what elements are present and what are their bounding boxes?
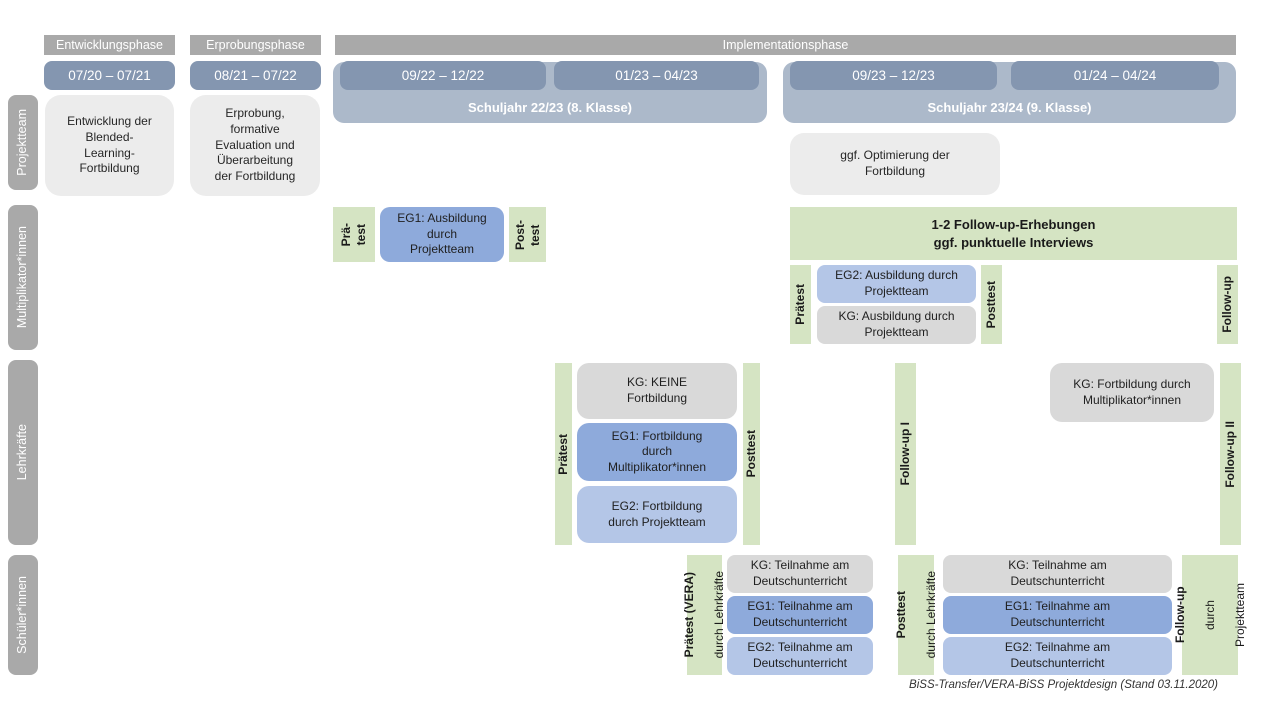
box-mult-followup: Follow-up [1217,265,1238,344]
box-mult-eg2-ausbildung: EG2: Ausbildung durch Projektteam [817,265,976,303]
box-entwicklung-fortbildung: Entwicklung der Blended- Learning- Fortb… [45,95,174,196]
box-schueler-posttest: Posttest durch Lehrkräfte [894,555,938,675]
box-schueler-followup-text: Follow-up durch Projektteam [1158,583,1263,647]
box-schueler-praetest-vera: Prätest (VERA) durch Lehrkräfte [682,555,726,675]
row-label-multiplikatoren: Multiplikator*innen [8,205,38,350]
followup-label: Follow-up [1172,586,1187,644]
box-lehr-praetest: Prätest [555,363,572,545]
box-lehr-followup-1: Follow-up I [895,363,916,545]
date-bar-0124-0424: 01/24 – 04/24 [1011,61,1219,90]
box-mult-posttest-2-text: Posttest [984,280,998,329]
box-lehr-posttest: Posttest [743,363,760,545]
box-mult-praetest-2-text: Prätest [793,284,807,325]
box-schueler-followup: Follow-up durch Projektteam [1173,555,1247,675]
date-bar-0923-1223: 09/23 – 12/23 [790,61,997,90]
box-schueler-kg-2: KG: Teilnahme am Deutschunterricht [943,555,1172,593]
box-erprobung-evaluation: Erprobung, formative Evaluation und Über… [190,95,320,196]
phase-header-entwicklung: Entwicklungsphase [44,35,175,55]
box-schueler-eg1-1: EG1: Teilnahme am Deutschunterricht [727,596,873,634]
box-lehr-eg2-fortbildung: EG2: Fortbildung durch Projektteam [577,486,737,543]
box-schueler-eg2-2: EG2: Teilnahme am Deutschunterricht [943,637,1172,675]
box-lehr-posttest-text: Posttest [744,430,758,478]
date-bar-0922-1222: 09/22 – 12/22 [340,61,546,90]
box-lehr-followup-2: Follow-up II [1220,363,1241,545]
posttest-label: Posttest [893,591,908,639]
row-label-schueler-text: Schüler*innen [15,576,30,654]
box-mult-praetest-2: Prätest [790,265,811,344]
box-schueler-eg1-2: EG1: Teilnahme am Deutschunterricht [943,596,1172,634]
box-lehr-followup-1-text: Follow-up I [898,422,912,486]
diagram-caption: BiSS-Transfer/VERA-BiSS Projektdesign (S… [909,679,1218,691]
posttest-sub: durch Lehrkräfte [923,571,938,659]
date-bar-0123-0423: 01/23 – 04/23 [554,61,759,90]
box-lehr-kg-keine: KG: KEINE Fortbildung [577,363,737,419]
followup-sub-projektteam: Projektteam [1232,582,1247,648]
row-label-projektteam: Projektteam [8,95,38,190]
box-optimierung-fortbildung: ggf. Optimierung der Fortbildung [790,133,1000,195]
row-label-schueler: Schüler*innen [8,555,38,675]
date-bar-0720-0721: 07/20 – 07/21 [44,61,175,90]
box-lehr-praetest-text: Prätest [556,433,570,475]
box-mult-posttest-2: Posttest [981,265,1002,344]
praetest-vera-label: Prätest (VERA) [682,572,696,658]
followup-sub-durch: durch [1202,599,1217,631]
row-label-lehrkraefte: Lehrkräfte [8,360,38,545]
date-bar-0821-0722: 08/21 – 07/22 [190,61,321,90]
box-mult-posttest-1-text: Post- test [512,219,542,250]
phase-header-erprobung: Erprobungsphase [190,35,321,55]
box-schueler-eg2-1: EG2: Teilnahme am Deutschunterricht [727,637,873,675]
box-mult-eg1-ausbildung: EG1: Ausbildung durch Projektteam [380,207,504,262]
row-label-lehrkraefte-text: Lehrkräfte [15,424,30,481]
row-label-projektteam-text: Projektteam [15,109,30,176]
box-schueler-kg-1: KG: Teilnahme am Deutschunterricht [727,555,873,593]
box-lehr-eg1-fortbildung: EG1: Fortbildung durch Multiplikator*inn… [577,423,737,481]
box-mult-praetest-1: Prä- test [333,207,375,262]
box-mult-posttest-1: Post- test [509,207,546,262]
box-lehr-followup-2-text: Follow-up II [1223,420,1237,488]
box-mult-praetest-1-text: Prä- test [339,222,368,247]
box-lehr-kg-fortbildung: KG: Fortbildung durch Multiplikator*inne… [1050,363,1214,422]
praetest-vera-sub: durch Lehrkräfte [712,571,726,659]
box-mult-kg-ausbildung: KG: Ausbildung durch Projektteam [817,306,976,344]
row-label-multiplikatoren-text: Multiplikator*innen [15,226,30,329]
box-mult-followup-text: Follow-up [1220,276,1234,333]
phase-header-implementation: Implementationsphase [335,35,1236,55]
box-followup-erhebungen: 1-2 Follow-up-Erhebungen ggf. punktuelle… [790,207,1237,260]
